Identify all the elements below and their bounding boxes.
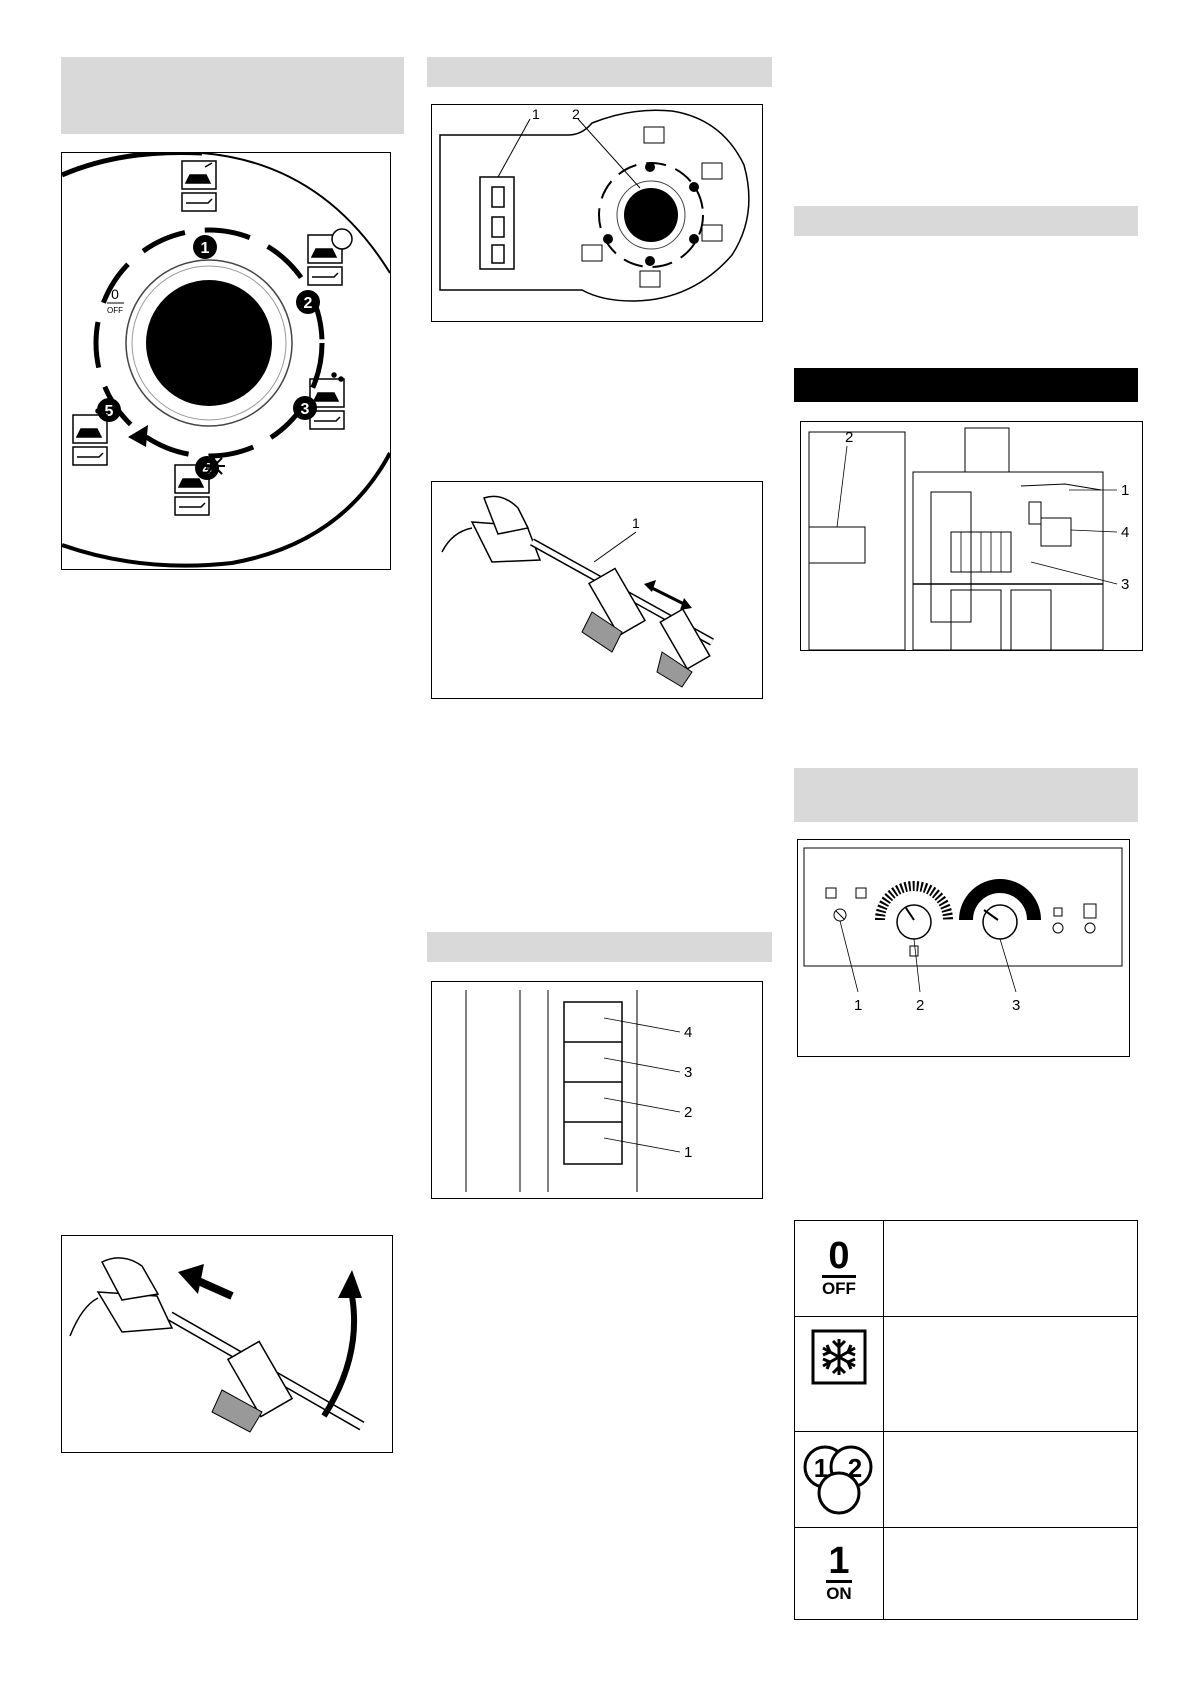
callout-1: 1 bbox=[1121, 482, 1129, 499]
position-number-1: 1 bbox=[201, 240, 210, 257]
car-wax-icon bbox=[174, 455, 225, 516]
callout-3: 3 bbox=[684, 1064, 692, 1081]
position-number-3: 3 bbox=[301, 401, 310, 418]
callout-2: 2 bbox=[684, 1104, 692, 1121]
section-header-middle-bottom bbox=[427, 932, 772, 962]
callout-1: 1 bbox=[854, 997, 862, 1014]
on-switch-icon: 1 ON bbox=[794, 1527, 884, 1620]
callout-2: 2 bbox=[572, 106, 580, 122]
section-header-middle-top bbox=[427, 57, 772, 87]
figure-control-panel-small: 1 2 bbox=[431, 104, 763, 322]
position-marker-1: 1 bbox=[193, 235, 217, 259]
position-number-5: 5 bbox=[105, 403, 114, 420]
symbol-desc-frost bbox=[882, 1316, 1139, 1432]
position-number-2: 2 bbox=[304, 295, 313, 312]
figure-brush-lance-adjust: 1 bbox=[431, 481, 763, 699]
position-marker-5: 5 bbox=[97, 398, 121, 422]
symbol-row-frost bbox=[794, 1316, 1139, 1432]
symbol-desc-off bbox=[882, 1220, 1139, 1317]
symbol-desc-program bbox=[882, 1431, 1139, 1528]
callout-3: 3 bbox=[1121, 576, 1129, 593]
callout-4: 4 bbox=[1121, 524, 1129, 541]
section-header-right-upper bbox=[794, 206, 1138, 236]
callout-1: 1 bbox=[532, 106, 540, 122]
figure-detergent-tanks: 4 3 2 1 bbox=[431, 981, 763, 1199]
callout-2: 2 bbox=[916, 997, 924, 1014]
symbol-row-on: 1 ON bbox=[794, 1527, 1139, 1620]
car-spot-free-icon bbox=[72, 408, 108, 466]
callout-3: 3 bbox=[1012, 997, 1020, 1014]
program-selector-icon: 1 2 bbox=[794, 1431, 884, 1528]
callout-2: 2 bbox=[845, 429, 853, 446]
off-switch-icon: 0 OFF bbox=[794, 1220, 884, 1317]
figure-control-panel-knobs: 1 2 3 bbox=[797, 839, 1130, 1057]
figure-brush-lance-remove bbox=[61, 1235, 393, 1453]
warning-header-bar bbox=[794, 368, 1138, 402]
svg-text:1: 1 bbox=[814, 1453, 828, 1483]
car-rinse-icon bbox=[309, 372, 345, 430]
symbol-row-off: 0 OFF bbox=[794, 1220, 1139, 1317]
car-wash-spray-icon bbox=[181, 160, 217, 212]
car-foam-icon bbox=[307, 228, 353, 286]
symbol-row-program: 1 2 bbox=[794, 1431, 1139, 1528]
section-header-left bbox=[61, 57, 404, 134]
off-word: OFF bbox=[107, 306, 123, 315]
position-marker-3: 3 bbox=[293, 396, 317, 420]
position-marker-2: 2 bbox=[296, 290, 320, 314]
symbol-table: 0 OFF bbox=[794, 1220, 1139, 1620]
position-number-4: 4 bbox=[203, 461, 212, 478]
snowflake-frost-icon bbox=[794, 1316, 884, 1432]
callout-1: 1 bbox=[684, 1144, 692, 1161]
section-header-right-lower bbox=[794, 768, 1138, 822]
figure-program-dial: 1 2 3 4 5 0 OFF bbox=[61, 152, 391, 570]
callout-1: 1 bbox=[632, 515, 640, 531]
off-digit: 0 bbox=[111, 286, 119, 302]
callout-4: 4 bbox=[684, 1024, 692, 1041]
svg-text:2: 2 bbox=[848, 1453, 862, 1483]
figure-machine-interior: 2 1 4 3 bbox=[800, 421, 1143, 651]
symbol-desc-on bbox=[882, 1527, 1139, 1620]
